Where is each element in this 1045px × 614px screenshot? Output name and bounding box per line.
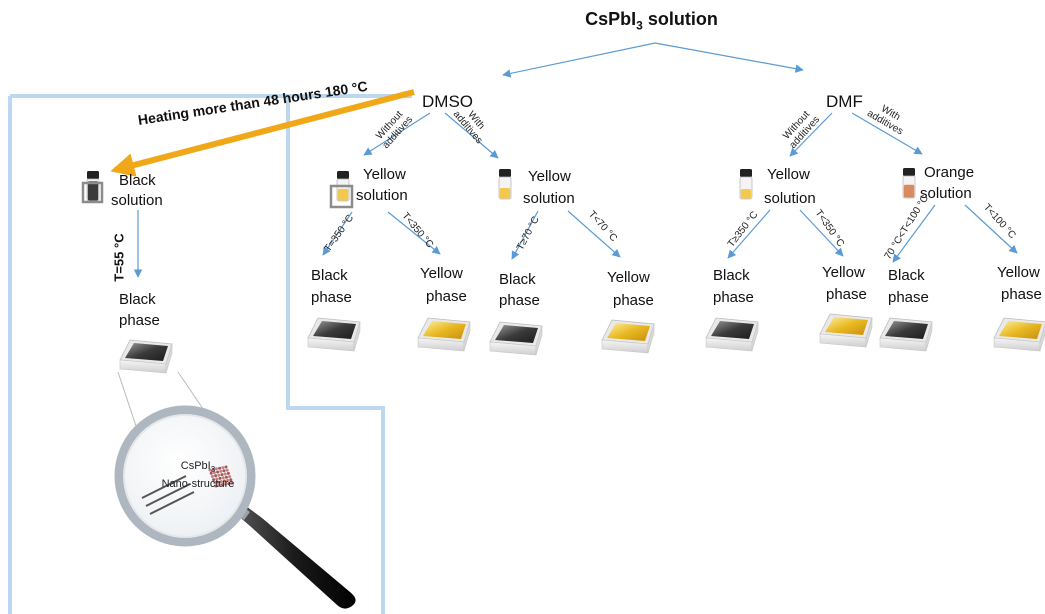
temp-55-label: T=55 °C xyxy=(111,233,127,282)
phase-dmso-a-yellow-2: phase xyxy=(613,292,654,309)
arrow-dmso-with xyxy=(444,112,499,159)
dmf-label: DMF xyxy=(826,92,863,111)
arrow-title-to-dmso xyxy=(502,42,656,78)
dmso-without-solution-line2: solution xyxy=(356,187,408,204)
dmso-with-solution-line2: solution xyxy=(523,190,575,207)
dmso-without-solution-line1: Yellow xyxy=(363,166,406,183)
arrow-dmf-with xyxy=(851,112,923,155)
highlight-box-left xyxy=(81,181,104,204)
left-black-phase-line2: phase xyxy=(119,312,160,329)
dmso-label: DMSO xyxy=(422,92,473,111)
film-dmf-w-yellow-icon xyxy=(819,313,873,348)
diagram-title: CsPbI3 solution xyxy=(585,9,718,33)
arrow-dmf-w-black xyxy=(727,209,771,259)
arrow-dmf-w-yellow xyxy=(799,209,844,257)
film-dmf-a-black-icon xyxy=(879,317,933,352)
phase-dmso-w-yellow-1: Yellow xyxy=(420,265,463,282)
film-dmso-w-yellow-icon xyxy=(417,317,471,352)
left-black-phase-line1: Black xyxy=(119,291,156,308)
arrow-dmf-a-yellow xyxy=(964,204,1018,254)
arrow-dmso-a-yellow xyxy=(567,210,621,258)
left-black-solution-line1: Black xyxy=(119,172,156,189)
highlight-box-dmso xyxy=(329,184,354,209)
phase-dmso-a-yellow-1: Yellow xyxy=(607,269,650,286)
nanocube-icon xyxy=(208,465,234,488)
phase-dmso-w-yellow-2: phase xyxy=(426,288,467,305)
phase-dmf-a-black-2: phase xyxy=(888,289,929,306)
vial-dmf-without-icon xyxy=(739,169,753,200)
arrow-title-to-dmf xyxy=(654,42,804,73)
heating-arrow xyxy=(110,89,415,177)
left-black-solution-line2: solution xyxy=(111,192,163,209)
dmf-with-solution-line1: Orange xyxy=(924,164,975,181)
arrow-dmso-a-black xyxy=(511,210,539,260)
dmf-with-solution-line2: solution xyxy=(920,185,972,202)
arrow-dmso-w-black xyxy=(322,211,353,256)
phase-dmf-w-black-1: Black xyxy=(713,267,750,284)
phase-dmf-w-yellow-2: phase xyxy=(826,286,867,303)
film-dmf-w-black-icon xyxy=(705,317,759,352)
phase-dmf-w-black-2: phase xyxy=(713,289,754,306)
vial-dmso-with-icon xyxy=(498,169,512,200)
phase-dmf-a-black-1: Black xyxy=(888,267,925,284)
film-dmso-a-black-icon xyxy=(489,321,543,356)
phase-dmf-w-yellow-1: Yellow xyxy=(822,264,865,281)
arrow-dmso-w-yellow xyxy=(387,211,441,255)
film-left-black-icon xyxy=(119,339,173,374)
phase-dmso-w-black-1: Black xyxy=(311,267,348,284)
film-dmso-w-black-icon xyxy=(307,317,361,352)
phase-dmf-a-yellow-2: phase xyxy=(1001,286,1042,303)
phase-dmso-a-black-1: Black xyxy=(499,271,536,288)
film-dmf-a-yellow-icon xyxy=(993,317,1045,352)
vial-black-solution-icon xyxy=(86,171,100,202)
arrow-dmf-without xyxy=(789,112,833,157)
dmso-with-solution-line1: Yellow xyxy=(528,168,571,185)
film-dmso-a-yellow-icon xyxy=(601,319,655,354)
arrow-dmf-a-black xyxy=(892,204,936,263)
dmf-without-solution-line2: solution xyxy=(764,190,816,207)
vial-dmf-with-icon xyxy=(902,168,916,199)
phase-dmso-w-black-2: phase xyxy=(311,289,352,306)
vial-dmso-without-icon xyxy=(336,171,350,202)
arrow-dmso-without xyxy=(363,112,431,156)
phase-dmf-a-yellow-1: Yellow xyxy=(997,264,1040,281)
phase-dmso-a-black-2: phase xyxy=(499,292,540,309)
magnifier-icon xyxy=(114,405,356,609)
dmf-without-solution-line1: Yellow xyxy=(767,166,810,183)
